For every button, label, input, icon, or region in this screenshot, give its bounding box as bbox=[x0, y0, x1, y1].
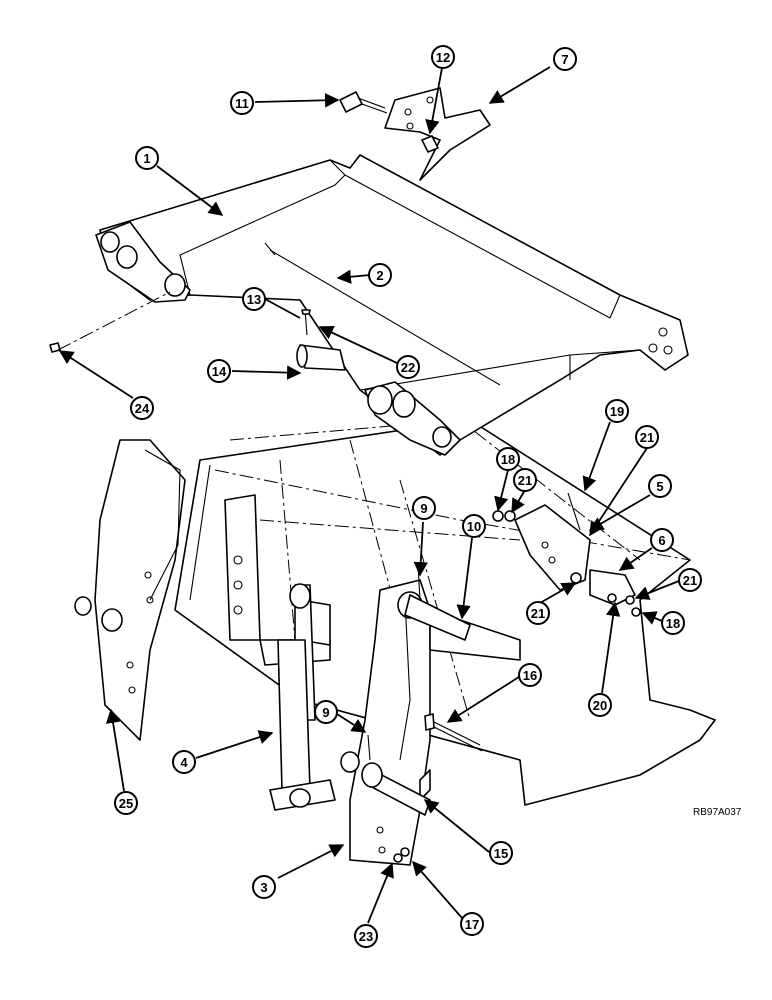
svg-text:3: 3 bbox=[260, 880, 267, 895]
lift-arm-3 bbox=[340, 564, 521, 866]
svg-text:20: 20 bbox=[593, 698, 607, 713]
callout-11: 11 bbox=[230, 91, 254, 115]
svg-text:13: 13 bbox=[247, 292, 261, 307]
washer-23 bbox=[393, 853, 403, 863]
svg-text:16: 16 bbox=[523, 668, 537, 683]
callout-20: 20 bbox=[588, 693, 612, 717]
svg-text:9: 9 bbox=[322, 705, 329, 720]
callout-21-b: 21 bbox=[635, 425, 659, 449]
callout-9-bottom: 9 bbox=[314, 700, 338, 724]
pin-14 bbox=[296, 309, 346, 371]
main-frame bbox=[95, 154, 689, 456]
svg-text:21: 21 bbox=[640, 430, 654, 445]
callout-5: 5 bbox=[648, 474, 672, 498]
svg-text:23: 23 bbox=[359, 929, 373, 944]
callout-18-right: 18 bbox=[661, 611, 685, 635]
svg-text:25: 25 bbox=[119, 796, 133, 811]
svg-text:17: 17 bbox=[465, 917, 479, 932]
svg-text:21: 21 bbox=[518, 473, 532, 488]
drawing-reference-code: RB97A037 bbox=[693, 807, 742, 818]
callout-21-a: 21 bbox=[513, 468, 537, 492]
svg-text:14: 14 bbox=[212, 364, 227, 379]
callout-17: 17 bbox=[460, 912, 484, 936]
svg-text:15: 15 bbox=[494, 846, 508, 861]
callout-1: 1 bbox=[135, 146, 159, 170]
leader-lines bbox=[58, 66, 680, 924]
svg-text:11: 11 bbox=[235, 96, 249, 111]
svg-text:6: 6 bbox=[658, 533, 665, 548]
callout-2: 2 bbox=[368, 263, 392, 287]
callout-15: 15 bbox=[489, 841, 513, 865]
callout-6: 6 bbox=[650, 528, 674, 552]
svg-text:7: 7 bbox=[561, 52, 568, 67]
callout-21-c: 21 bbox=[526, 601, 550, 625]
callout-24: 24 bbox=[130, 396, 154, 420]
callout-14: 14 bbox=[207, 359, 231, 383]
svg-text:21: 21 bbox=[683, 573, 697, 588]
callout-22: 22 bbox=[396, 355, 420, 379]
callout-12: 12 bbox=[431, 45, 455, 69]
svg-text:4: 4 bbox=[180, 755, 188, 770]
svg-text:10: 10 bbox=[467, 519, 481, 534]
nut-17 bbox=[400, 847, 410, 857]
svg-text:9: 9 bbox=[420, 501, 427, 516]
svg-text:22: 22 bbox=[401, 360, 415, 375]
support-leg-25 bbox=[74, 439, 186, 741]
callout-25: 25 bbox=[114, 791, 138, 815]
svg-text:18: 18 bbox=[501, 452, 515, 467]
callout-21-d: 21 bbox=[678, 568, 702, 592]
svg-text:1: 1 bbox=[143, 151, 150, 166]
callout-16: 16 bbox=[518, 663, 542, 687]
svg-text:18: 18 bbox=[666, 616, 680, 631]
svg-text:5: 5 bbox=[656, 479, 663, 494]
callout-18-left: 18 bbox=[496, 447, 520, 471]
bolt-11 bbox=[339, 91, 388, 114]
callout-9-top: 9 bbox=[412, 496, 436, 520]
callout-19: 19 bbox=[605, 399, 629, 423]
grease-fitting-24 bbox=[49, 342, 61, 353]
svg-text:19: 19 bbox=[610, 404, 624, 419]
callout-23: 23 bbox=[354, 924, 378, 948]
callout-3: 3 bbox=[252, 875, 276, 899]
hydraulic-cylinder-4 bbox=[269, 583, 336, 811]
callout-10: 10 bbox=[462, 514, 486, 538]
bolt-16 bbox=[424, 713, 483, 752]
svg-text:21: 21 bbox=[531, 606, 545, 621]
cutting-tooth bbox=[384, 87, 491, 181]
callout-4: 4 bbox=[172, 750, 196, 774]
bracket-5 bbox=[492, 492, 641, 617]
svg-text:2: 2 bbox=[376, 268, 383, 283]
svg-text:12: 12 bbox=[436, 50, 450, 65]
callout-13: 13 bbox=[242, 287, 266, 311]
svg-text:24: 24 bbox=[135, 401, 150, 416]
callout-7: 7 bbox=[553, 47, 577, 71]
